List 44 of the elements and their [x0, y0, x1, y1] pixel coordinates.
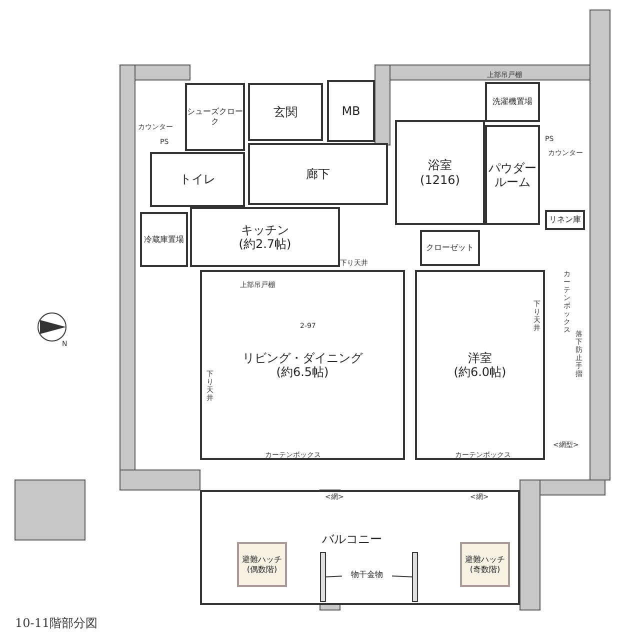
- post-bar: [412, 552, 418, 602]
- room-name: トイレ: [180, 172, 216, 187]
- room-area: [395, 120, 485, 225]
- room-name: 廊下: [306, 166, 330, 182]
- room-area: [248, 143, 388, 205]
- room-name: リビング・ダイニング: [242, 350, 362, 365]
- room-name: シューズクローク: [187, 107, 243, 127]
- room-area: [140, 212, 188, 267]
- room-name: 洗濯機置場: [492, 97, 532, 107]
- room-area: [185, 83, 245, 151]
- room-name: MB: [342, 104, 360, 118]
- room-area: [485, 82, 540, 122]
- room-name: キッチン: [241, 222, 289, 237]
- room-area: [485, 125, 540, 225]
- room-name: パウダールーム: [488, 160, 538, 190]
- room-name: 洋室: [468, 350, 492, 365]
- room-name: 玄関: [274, 104, 298, 120]
- room-name: リネン庫: [549, 215, 581, 225]
- hatch-box: [237, 542, 287, 587]
- room-name: 物干金物: [351, 570, 383, 580]
- room-name: 冷蔵庫置場: [144, 234, 184, 244]
- room-size: (1216): [420, 172, 460, 187]
- room-name: バルコニー: [322, 532, 382, 546]
- balcony-area: [200, 490, 520, 605]
- room-area: [420, 230, 480, 266]
- hatch-box: [460, 542, 510, 587]
- room-size: (約6.5帖): [276, 365, 329, 380]
- leader-line: [392, 576, 412, 578]
- room-area: [327, 80, 375, 142]
- room-size: (約6.0帖): [454, 365, 506, 380]
- room-name: 避難ハッチ(奇数階): [464, 554, 506, 574]
- caption: 10-11階部分図: [15, 615, 98, 632]
- room-size: (約2.7帖): [238, 237, 292, 252]
- post-bar: [320, 552, 326, 602]
- room-area: [200, 270, 405, 460]
- room-area: [190, 207, 340, 267]
- room-area: [415, 270, 545, 460]
- room-area: [248, 83, 323, 141]
- room-name: クローゼット: [426, 243, 474, 253]
- leader-line: [326, 576, 342, 578]
- room-area: [150, 152, 245, 207]
- room-name: 浴室: [428, 158, 452, 172]
- room-area: [545, 210, 585, 230]
- room-name: 避難ハッチ(偶数階): [241, 554, 283, 574]
